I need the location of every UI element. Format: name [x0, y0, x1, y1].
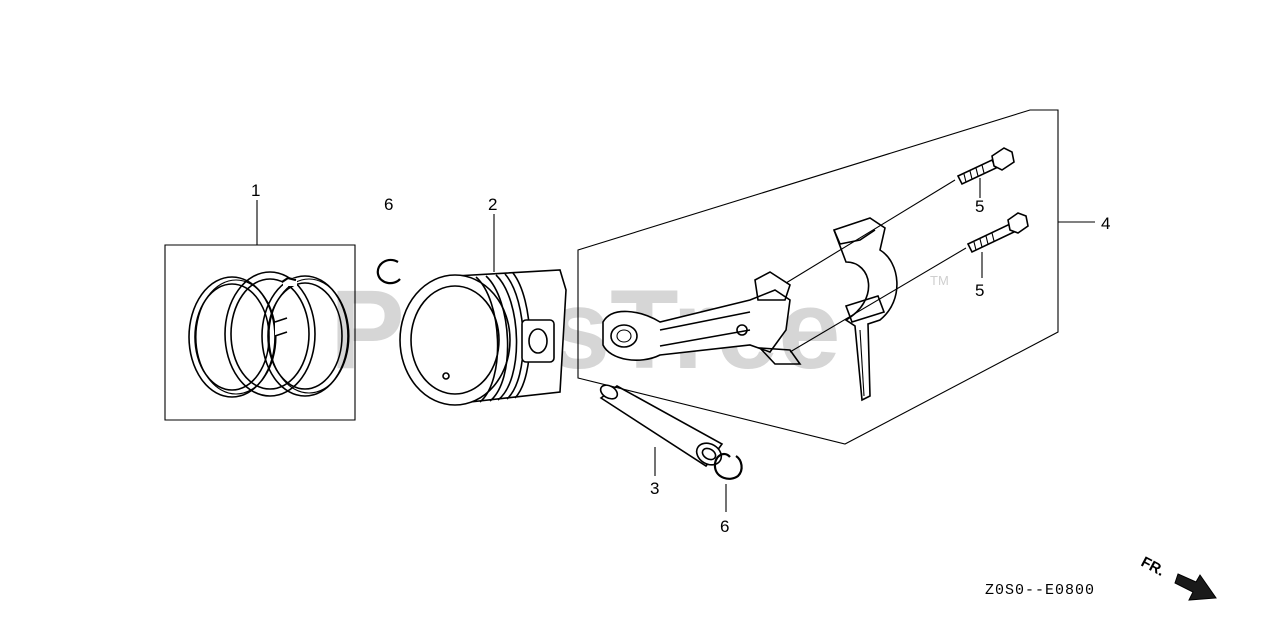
- diagram-code: Z0S0--E0800: [985, 582, 1095, 599]
- piston[interactable]: [399, 214, 567, 406]
- callout-1: 1: [251, 181, 260, 200]
- ring-set-frame: [164, 244, 356, 421]
- connecting-rod-assembly[interactable]: [577, 109, 1095, 445]
- callout-4: 4: [1101, 214, 1110, 233]
- connecting-rod-bolt-lower[interactable]: [966, 212, 1029, 278]
- piston-pin-clip-upper[interactable]: [376, 258, 401, 285]
- piston-ring-set[interactable]: [164, 200, 356, 421]
- direction-label: FR.: [1138, 554, 1167, 580]
- callout-6-lower: 6: [720, 517, 729, 536]
- front-direction-indicator: FR.: [1138, 554, 1217, 601]
- callout-6-upper: 6: [384, 195, 393, 214]
- callout-2: 2: [488, 195, 497, 214]
- piston-pin[interactable]: [598, 382, 725, 476]
- rod-assembly-frame: [577, 109, 1059, 445]
- watermark-trademark: TM: [930, 273, 949, 288]
- connecting-rod-bolt-upper[interactable]: [956, 147, 1015, 198]
- piston-pin-clip-lower[interactable]: [713, 452, 743, 512]
- callout-3: 3: [650, 479, 659, 498]
- callout-5-lower: 5: [975, 281, 984, 300]
- arrow-right-icon: [1174, 573, 1217, 601]
- callout-5-upper: 5: [975, 197, 984, 216]
